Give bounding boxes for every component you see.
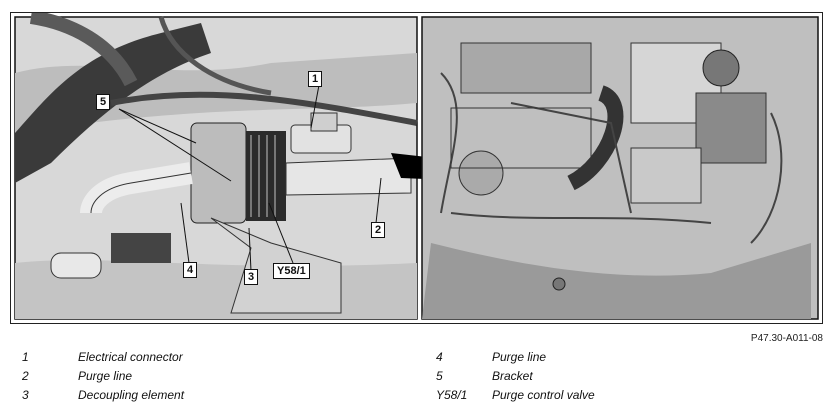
legend-description: Decoupling element	[78, 388, 185, 402]
legend-number: Y58/1	[436, 388, 468, 402]
legend-number: 3	[22, 388, 29, 402]
callout-y58-1: Y58/1	[273, 263, 310, 279]
legend-item: 4 Purge line	[436, 348, 816, 366]
callout-4: 4	[183, 262, 198, 278]
detail-view	[14, 13, 418, 320]
callout-1: 1	[308, 71, 323, 87]
legend-description: Purge line	[492, 350, 547, 364]
legend-number: 4	[436, 350, 443, 364]
legend-number: 2	[22, 369, 29, 383]
legend-item: 2 Purge line	[22, 367, 402, 385]
legend-description: Purge control valve	[492, 388, 595, 402]
legend-description: Electrical connector	[78, 350, 183, 364]
callout-3: 3	[244, 269, 259, 285]
legend-item: 1 Electrical connector	[22, 348, 402, 366]
callout-5: 5	[96, 94, 111, 110]
legend-item: 5 Bracket	[436, 367, 816, 385]
legend-item: 3 Decoupling element	[22, 386, 402, 404]
illustration-frame: 1 5 2 4 3 Y58/1	[10, 12, 823, 324]
callout-2: 2	[371, 222, 386, 238]
legend-description: Bracket	[492, 369, 533, 383]
overview-view	[421, 16, 819, 320]
figure-reference: P47.30-A011-08	[750, 333, 823, 344]
legend-description: Purge line	[78, 369, 133, 383]
legend-number: 5	[436, 369, 443, 383]
legend-item: Y58/1 Purge control valve	[436, 386, 816, 404]
legend-number: 1	[22, 350, 29, 364]
engine-illustration	[14, 13, 819, 320]
